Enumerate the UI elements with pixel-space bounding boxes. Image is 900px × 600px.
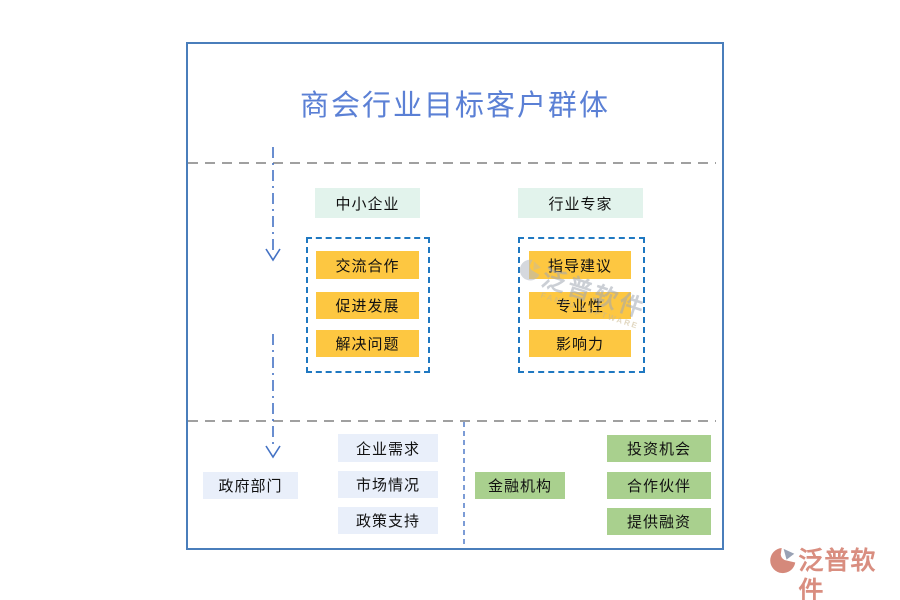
- financial-item-financing: 提供融资: [607, 508, 711, 535]
- group-header-experts: 行业专家: [518, 188, 643, 218]
- government-item-enterprise-needs: 企业需求: [338, 434, 438, 462]
- financial-item-investment: 投资机会: [607, 435, 711, 462]
- group-header-sme: 中小企业: [315, 188, 420, 218]
- financial-item-partners: 合作伙伴: [607, 472, 711, 499]
- diagram-title: 商会行业目标客户群体: [299, 90, 610, 122]
- sme-item-development: 促进发展: [316, 292, 419, 319]
- government-label: 政府部门: [203, 472, 298, 499]
- fanpu-logo-icon: [770, 547, 796, 574]
- diagram-border: [186, 42, 724, 550]
- government-item-policy-support: 政策支持: [338, 507, 438, 534]
- financial-label: 金融机构: [475, 472, 565, 499]
- government-item-market-situation: 市场情况: [338, 471, 438, 498]
- fanpu-logo: 泛普软件 www.fanpusoft.com: [768, 546, 900, 600]
- expert-item-influence: 影响力: [529, 330, 631, 357]
- fanpu-logo-text: 泛普软件: [798, 547, 877, 600]
- sme-dashed-container: [306, 237, 430, 373]
- expert-item-guidance: 指导建议: [529, 251, 631, 279]
- expert-item-professionalism: 专业性: [529, 292, 631, 319]
- sme-item-problem-solving: 解决问题: [316, 330, 419, 357]
- experts-dashed-container: [518, 237, 645, 373]
- sme-item-exchange: 交流合作: [316, 251, 419, 279]
